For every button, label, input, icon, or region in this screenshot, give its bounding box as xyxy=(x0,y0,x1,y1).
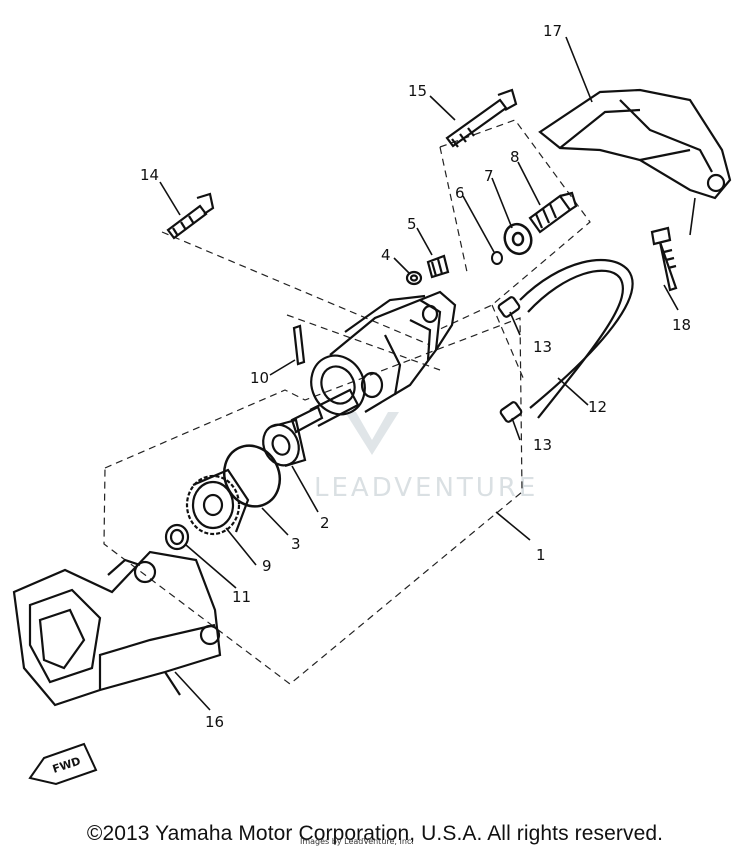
label-part-15: 15 xyxy=(408,82,427,100)
bolt-15 xyxy=(445,88,518,148)
copyright-notice: ©2013 Yamaha Motor Corporation, U.S.A. A… xyxy=(86,822,664,845)
watermark-logo: LEADVENTURE xyxy=(314,412,538,503)
label-part-4: 4 xyxy=(381,246,391,264)
label-part-14: 14 xyxy=(140,166,159,184)
label-part-11: 11 xyxy=(232,588,251,606)
label-part-1: 1 xyxy=(536,546,546,564)
part-number-labels: 1 2 3 4 5 6 7 8 9 10 11 12 13 13 14 15 1… xyxy=(140,22,691,731)
label-part-17: 17 xyxy=(543,22,562,40)
oil-hose-12 xyxy=(519,258,634,419)
drive-gear-9 xyxy=(185,468,250,536)
label-part-10: 10 xyxy=(250,369,269,387)
forward-arrow-icon: FWD xyxy=(28,742,98,786)
bleed-screw-5 xyxy=(426,254,450,279)
watermark-text: LEADVENTURE xyxy=(314,473,538,503)
label-part-16: 16 xyxy=(205,713,224,731)
pump-cover-17 xyxy=(538,88,732,200)
o-ring-3 xyxy=(222,444,282,508)
label-part-8: 8 xyxy=(510,148,520,166)
hose-clamp-13-upper xyxy=(497,296,521,318)
screw-18 xyxy=(650,226,678,292)
label-part-18: 18 xyxy=(672,316,691,334)
crankcase-cover-16 xyxy=(12,550,222,707)
bolt-14 xyxy=(166,192,215,240)
gasket-6 xyxy=(491,251,503,265)
leader-lines xyxy=(159,36,696,711)
oil-pump-body xyxy=(290,290,457,434)
label-part-13-upper: 13 xyxy=(533,338,552,356)
bolt-8 xyxy=(528,191,578,234)
label-part-13-lower: 13 xyxy=(533,436,552,454)
label-part-6: 6 xyxy=(455,184,465,202)
label-part-7: 7 xyxy=(484,167,494,185)
image-credit: Images by LeadVenture, Inc. xyxy=(300,837,414,846)
washer-7 xyxy=(503,222,533,256)
washer-4 xyxy=(405,270,423,286)
label-part-3: 3 xyxy=(291,535,301,553)
circlip-11 xyxy=(164,523,190,551)
label-part-12: 12 xyxy=(588,398,607,416)
bearing-2 xyxy=(262,418,307,468)
label-part-9: 9 xyxy=(262,557,272,575)
dowel-pin-10 xyxy=(292,324,306,366)
hose-clamp-13-lower xyxy=(499,401,523,423)
label-part-5: 5 xyxy=(407,215,417,233)
label-part-2: 2 xyxy=(320,514,330,532)
